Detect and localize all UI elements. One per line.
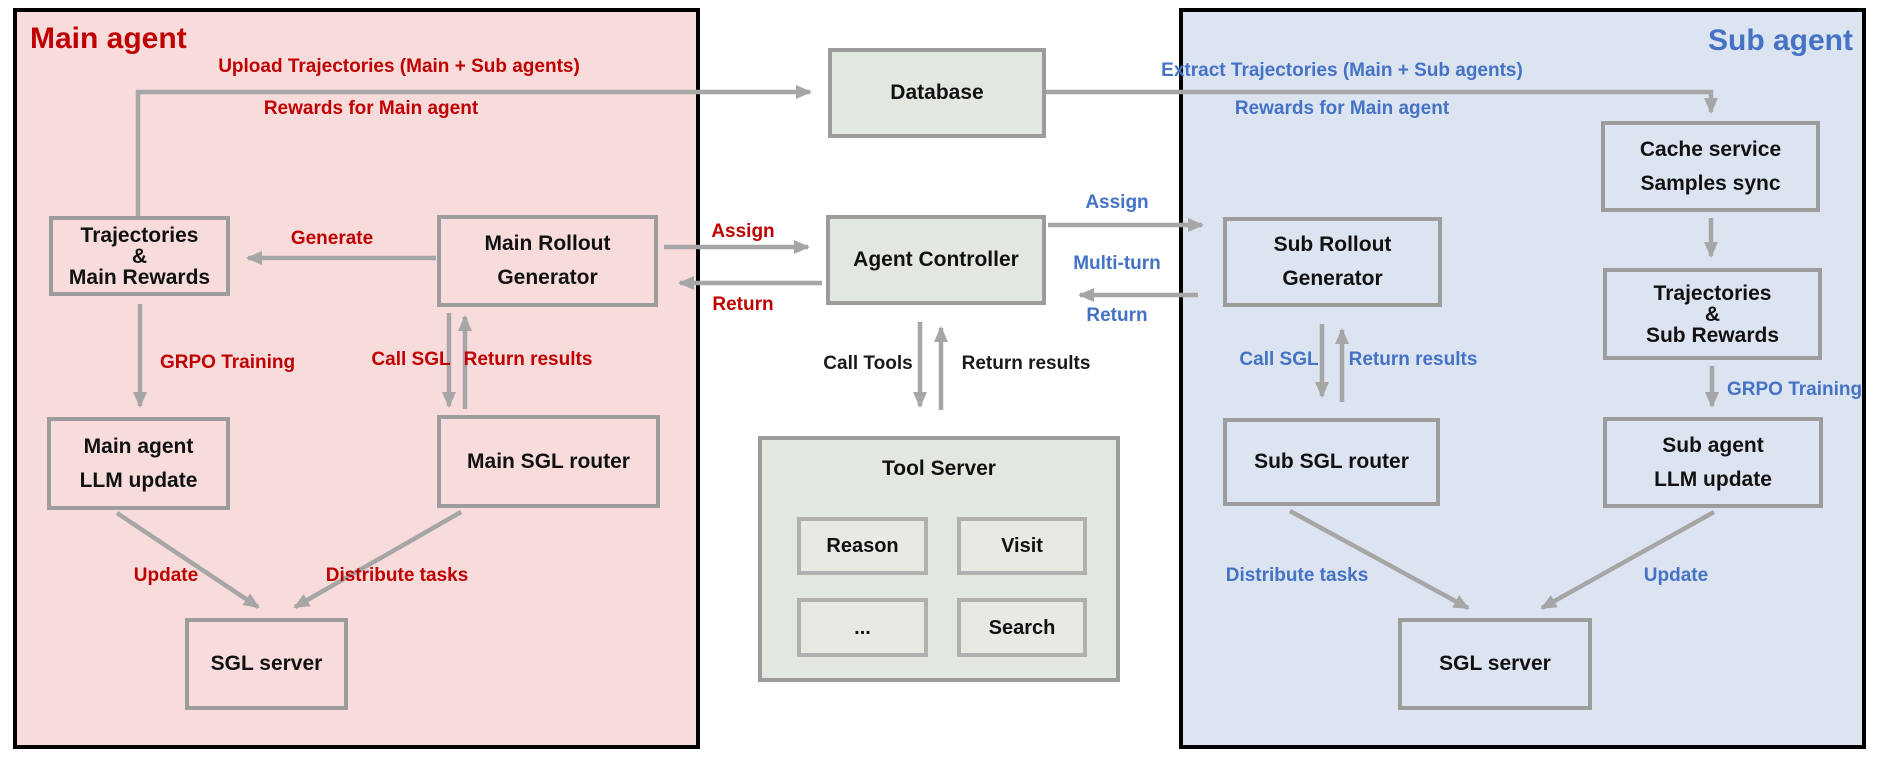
- label-call-sgl-main: Call SGL: [371, 349, 451, 370]
- label-upload-trajectories: Upload Trajectories (Main + Sub agents): [218, 56, 580, 77]
- label-grpo-main: GRPO Training: [160, 352, 296, 373]
- sub-agent-title: Sub agent: [1707, 24, 1853, 57]
- node-cache-service: Cache service Samples sync: [1601, 121, 1820, 212]
- label-rewards-main: Rewards for Main agent: [263, 98, 479, 119]
- node-label: Main Rollout: [484, 232, 611, 255]
- node-label: Sub agent: [1662, 433, 1764, 457]
- node-sub-agent-llm-update: Sub agent LLM update: [1603, 417, 1823, 508]
- tool-server-title: Tool Server: [882, 457, 996, 480]
- node-label: Agent Controller: [853, 248, 1019, 271]
- label-call-tools: Call Tools: [823, 353, 913, 374]
- label-update-main: Update: [133, 565, 199, 586]
- label-update-sub: Update: [1643, 565, 1709, 586]
- node-label: SGL server: [1439, 652, 1551, 675]
- tool-label: Reason: [826, 535, 899, 557]
- node-trajectories-sub-rewards: Trajectories & Sub Rewards: [1603, 268, 1822, 360]
- node-tool-search: Search: [957, 598, 1087, 657]
- node-main-agent-llm-update: Main agent LLM update: [47, 417, 230, 510]
- label-assign-sub: Assign: [1085, 192, 1149, 213]
- label-extract-trajectories: Extract Trajectories (Main + Sub agents): [1161, 60, 1523, 81]
- node-label: Sub Rollout: [1273, 233, 1392, 256]
- node-label: Sub SGL router: [1254, 450, 1409, 473]
- label-return-sub: Return: [1086, 305, 1148, 326]
- tool-label: Visit: [1001, 535, 1043, 557]
- label-assign-main: Assign: [711, 221, 775, 242]
- node-label: &: [1704, 302, 1721, 326]
- label-call-sgl-sub: Call SGL: [1239, 349, 1319, 370]
- node-tool-visit: Visit: [957, 517, 1087, 575]
- node-label: Generator: [497, 266, 598, 289]
- node-label: Main agent: [83, 434, 194, 458]
- node-tool-ellipsis: ...: [797, 598, 928, 657]
- node-sub-sgl-router: Sub SGL router: [1223, 418, 1440, 506]
- node-label: Generator: [1282, 267, 1383, 290]
- node-trajectories-main-rewards: Trajectories & Main Rewards: [49, 216, 230, 296]
- node-label: Main SGL router: [467, 449, 630, 473]
- main-agent-title: Main agent: [30, 22, 187, 55]
- node-main-sgl-router: Main SGL router: [437, 415, 660, 508]
- node-label: LLM update: [79, 468, 198, 492]
- node-label: Trajectories: [1653, 281, 1772, 305]
- label-return-main: Return: [712, 294, 774, 315]
- node-agent-controller: Agent Controller: [826, 215, 1046, 305]
- node-label: Main Rewards: [68, 265, 211, 289]
- node-label: &: [131, 244, 148, 268]
- node-label: Cache service: [1639, 137, 1782, 161]
- node-tool-reason: Reason: [797, 517, 928, 575]
- node-label: Sub Rewards: [1645, 323, 1780, 347]
- node-label: Database: [890, 81, 984, 104]
- node-label: LLM update: [1654, 467, 1772, 491]
- node-sub-rollout-generator: Sub Rollout Generator: [1223, 217, 1442, 307]
- node-label: Trajectories: [80, 223, 199, 247]
- node-label: Samples sync: [1640, 171, 1781, 195]
- label-rewards-sub: Rewards for Main agent: [1234, 98, 1450, 119]
- label-return-results-tools: Return results: [961, 353, 1091, 374]
- label-distribute-main: Distribute tasks: [325, 565, 469, 586]
- label-return-results-main: Return results: [463, 349, 593, 370]
- label-return-results-sub: Return results: [1348, 349, 1478, 370]
- label-generate: Generate: [290, 228, 374, 249]
- node-label: SGL server: [210, 652, 323, 675]
- node-sub-sgl-server: SGL server: [1398, 618, 1592, 710]
- label-multi-turn: Multi-turn: [1073, 253, 1161, 274]
- tool-label: ...: [854, 616, 871, 639]
- tool-label: Search: [988, 616, 1056, 639]
- node-main-rollout-generator: Main Rollout Generator: [437, 215, 658, 307]
- label-grpo-sub: GRPO Training: [1727, 379, 1863, 400]
- node-database: Database: [828, 48, 1046, 138]
- label-distribute-sub: Distribute tasks: [1225, 565, 1369, 586]
- node-main-sgl-server: SGL server: [185, 618, 348, 710]
